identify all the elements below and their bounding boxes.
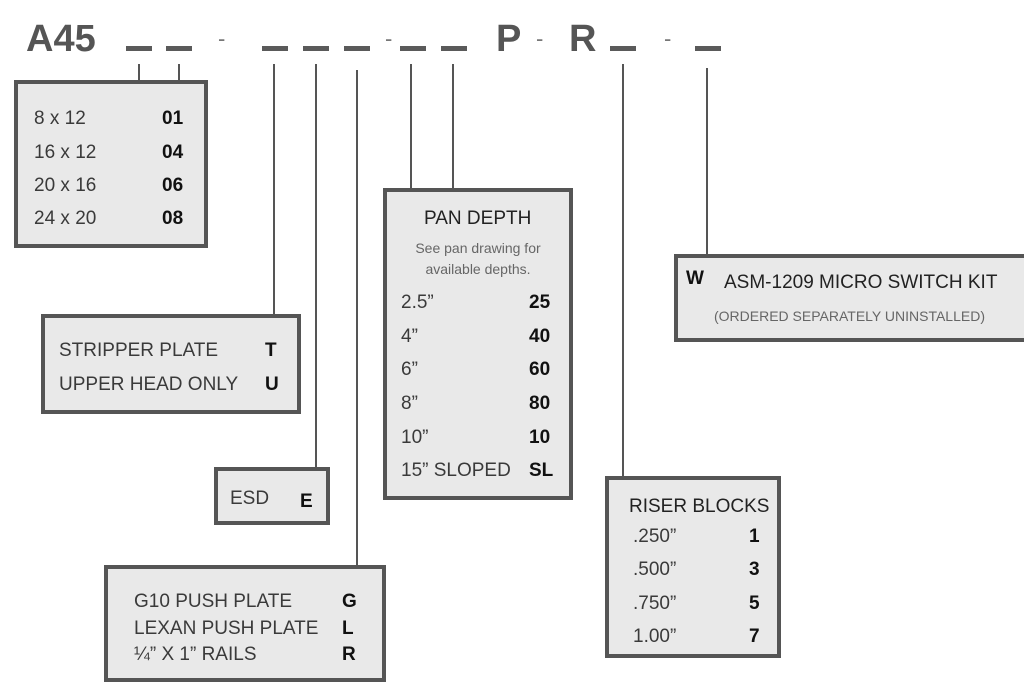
switch-code: W bbox=[686, 268, 704, 289]
push-label: G10 PUSH PLATE bbox=[134, 591, 293, 612]
connector-line bbox=[356, 70, 358, 566]
pan-label: 8” bbox=[401, 393, 418, 414]
separator-dash: - bbox=[536, 26, 544, 51]
pan-code: 60 bbox=[529, 359, 551, 380]
plate-code: T bbox=[265, 340, 277, 361]
push-label: LEXAN PUSH PLATE bbox=[134, 618, 319, 639]
esd-blank bbox=[303, 46, 329, 51]
size-label: 20 x 16 bbox=[34, 175, 97, 196]
size-code: 06 bbox=[162, 175, 184, 196]
size-code: 08 bbox=[162, 208, 184, 229]
riser-code: 1 bbox=[749, 526, 760, 547]
size-label: 24 x 20 bbox=[34, 208, 97, 229]
pan-code: SL bbox=[529, 460, 554, 481]
pan-label: 2.5” bbox=[401, 292, 434, 313]
riser-code: 5 bbox=[749, 593, 760, 614]
pan-code: 80 bbox=[529, 393, 551, 414]
separator-dash: - bbox=[664, 26, 672, 51]
pan-label: 10” bbox=[401, 427, 429, 448]
riser-label: .500” bbox=[633, 559, 677, 580]
esd-label: ESD bbox=[230, 488, 270, 509]
size-box: 8 x 12 01 16 x 12 04 20 x 16 06 24 x 20 … bbox=[14, 80, 208, 248]
riser-blocks-box: RISER BLOCKS .250” 1 .500” 3 .750” 5 1.0… bbox=[605, 476, 781, 658]
switch-blank bbox=[695, 46, 721, 51]
plate-code: U bbox=[265, 374, 279, 395]
connector-line bbox=[622, 64, 624, 478]
pan-blank-1 bbox=[400, 46, 426, 51]
push-code: R bbox=[342, 644, 356, 665]
micro-switch-box: W ASM-1209 MICRO SWITCH KIT (ORDERED SEP… bbox=[674, 254, 1024, 342]
pan-label: 15” SLOPED bbox=[401, 460, 511, 481]
size-blank-1 bbox=[126, 46, 152, 51]
push-label: ¼” X 1” RAILS bbox=[134, 644, 257, 665]
pan-depth-note: available depths. bbox=[425, 261, 531, 277]
push-plate-box: G10 PUSH PLATE G LEXAN PUSH PLATE L ¼” X… bbox=[104, 565, 386, 682]
connector-line bbox=[273, 64, 275, 316]
riser-label: 1.00” bbox=[633, 626, 677, 647]
plate-blank bbox=[262, 46, 288, 51]
pan-label: 6” bbox=[401, 359, 418, 380]
pan-code: 25 bbox=[529, 292, 551, 313]
pan-depth-note: See pan drawing for bbox=[415, 240, 541, 256]
pan-blank-2 bbox=[441, 46, 467, 51]
riser-code: 7 bbox=[749, 626, 760, 647]
connector-line bbox=[178, 64, 180, 81]
riser-label: .750” bbox=[633, 593, 677, 614]
pan-depth-box: PAN DEPTH See pan drawing for available … bbox=[383, 188, 573, 500]
size-code: 04 bbox=[162, 142, 184, 163]
size-blank-2 bbox=[166, 46, 192, 51]
push-code: G bbox=[342, 591, 357, 612]
connector-line bbox=[452, 64, 454, 190]
size-label: 8 x 12 bbox=[34, 108, 86, 129]
esd-code: E bbox=[300, 491, 313, 512]
plate-label: STRIPPER PLATE bbox=[59, 340, 219, 361]
p-letter: P bbox=[496, 18, 522, 60]
separator-dash: - bbox=[385, 26, 393, 51]
riser-blank bbox=[610, 46, 636, 51]
push-code: L bbox=[342, 618, 354, 639]
push-blank bbox=[344, 46, 370, 51]
separator-dash: - bbox=[218, 26, 226, 51]
riser-label: .250” bbox=[633, 526, 677, 547]
switch-title: ASM-1209 MICRO SWITCH KIT bbox=[724, 272, 998, 293]
r-letter: R bbox=[569, 18, 597, 60]
size-code: 01 bbox=[162, 108, 184, 129]
size-label: 16 x 12 bbox=[34, 142, 97, 163]
riser-blocks-title: RISER BLOCKS bbox=[629, 496, 770, 517]
connector-line bbox=[410, 64, 412, 190]
switch-note: (ORDERED SEPARATELY UNINSTALLED) bbox=[714, 308, 985, 324]
plate-label: UPPER HEAD ONLY bbox=[59, 374, 239, 395]
pan-label: 4” bbox=[401, 326, 418, 347]
plate-box: STRIPPER PLATE T UPPER HEAD ONLY U bbox=[41, 314, 301, 414]
pan-depth-title: PAN DEPTH bbox=[424, 208, 532, 229]
part-prefix: A45 bbox=[26, 18, 96, 60]
connector-line bbox=[315, 64, 317, 470]
pan-code: 10 bbox=[529, 427, 551, 448]
connector-line bbox=[706, 68, 708, 256]
esd-box: ESD E bbox=[214, 467, 330, 525]
pan-code: 40 bbox=[529, 326, 551, 347]
connector-line bbox=[138, 64, 140, 81]
riser-code: 3 bbox=[749, 559, 760, 580]
